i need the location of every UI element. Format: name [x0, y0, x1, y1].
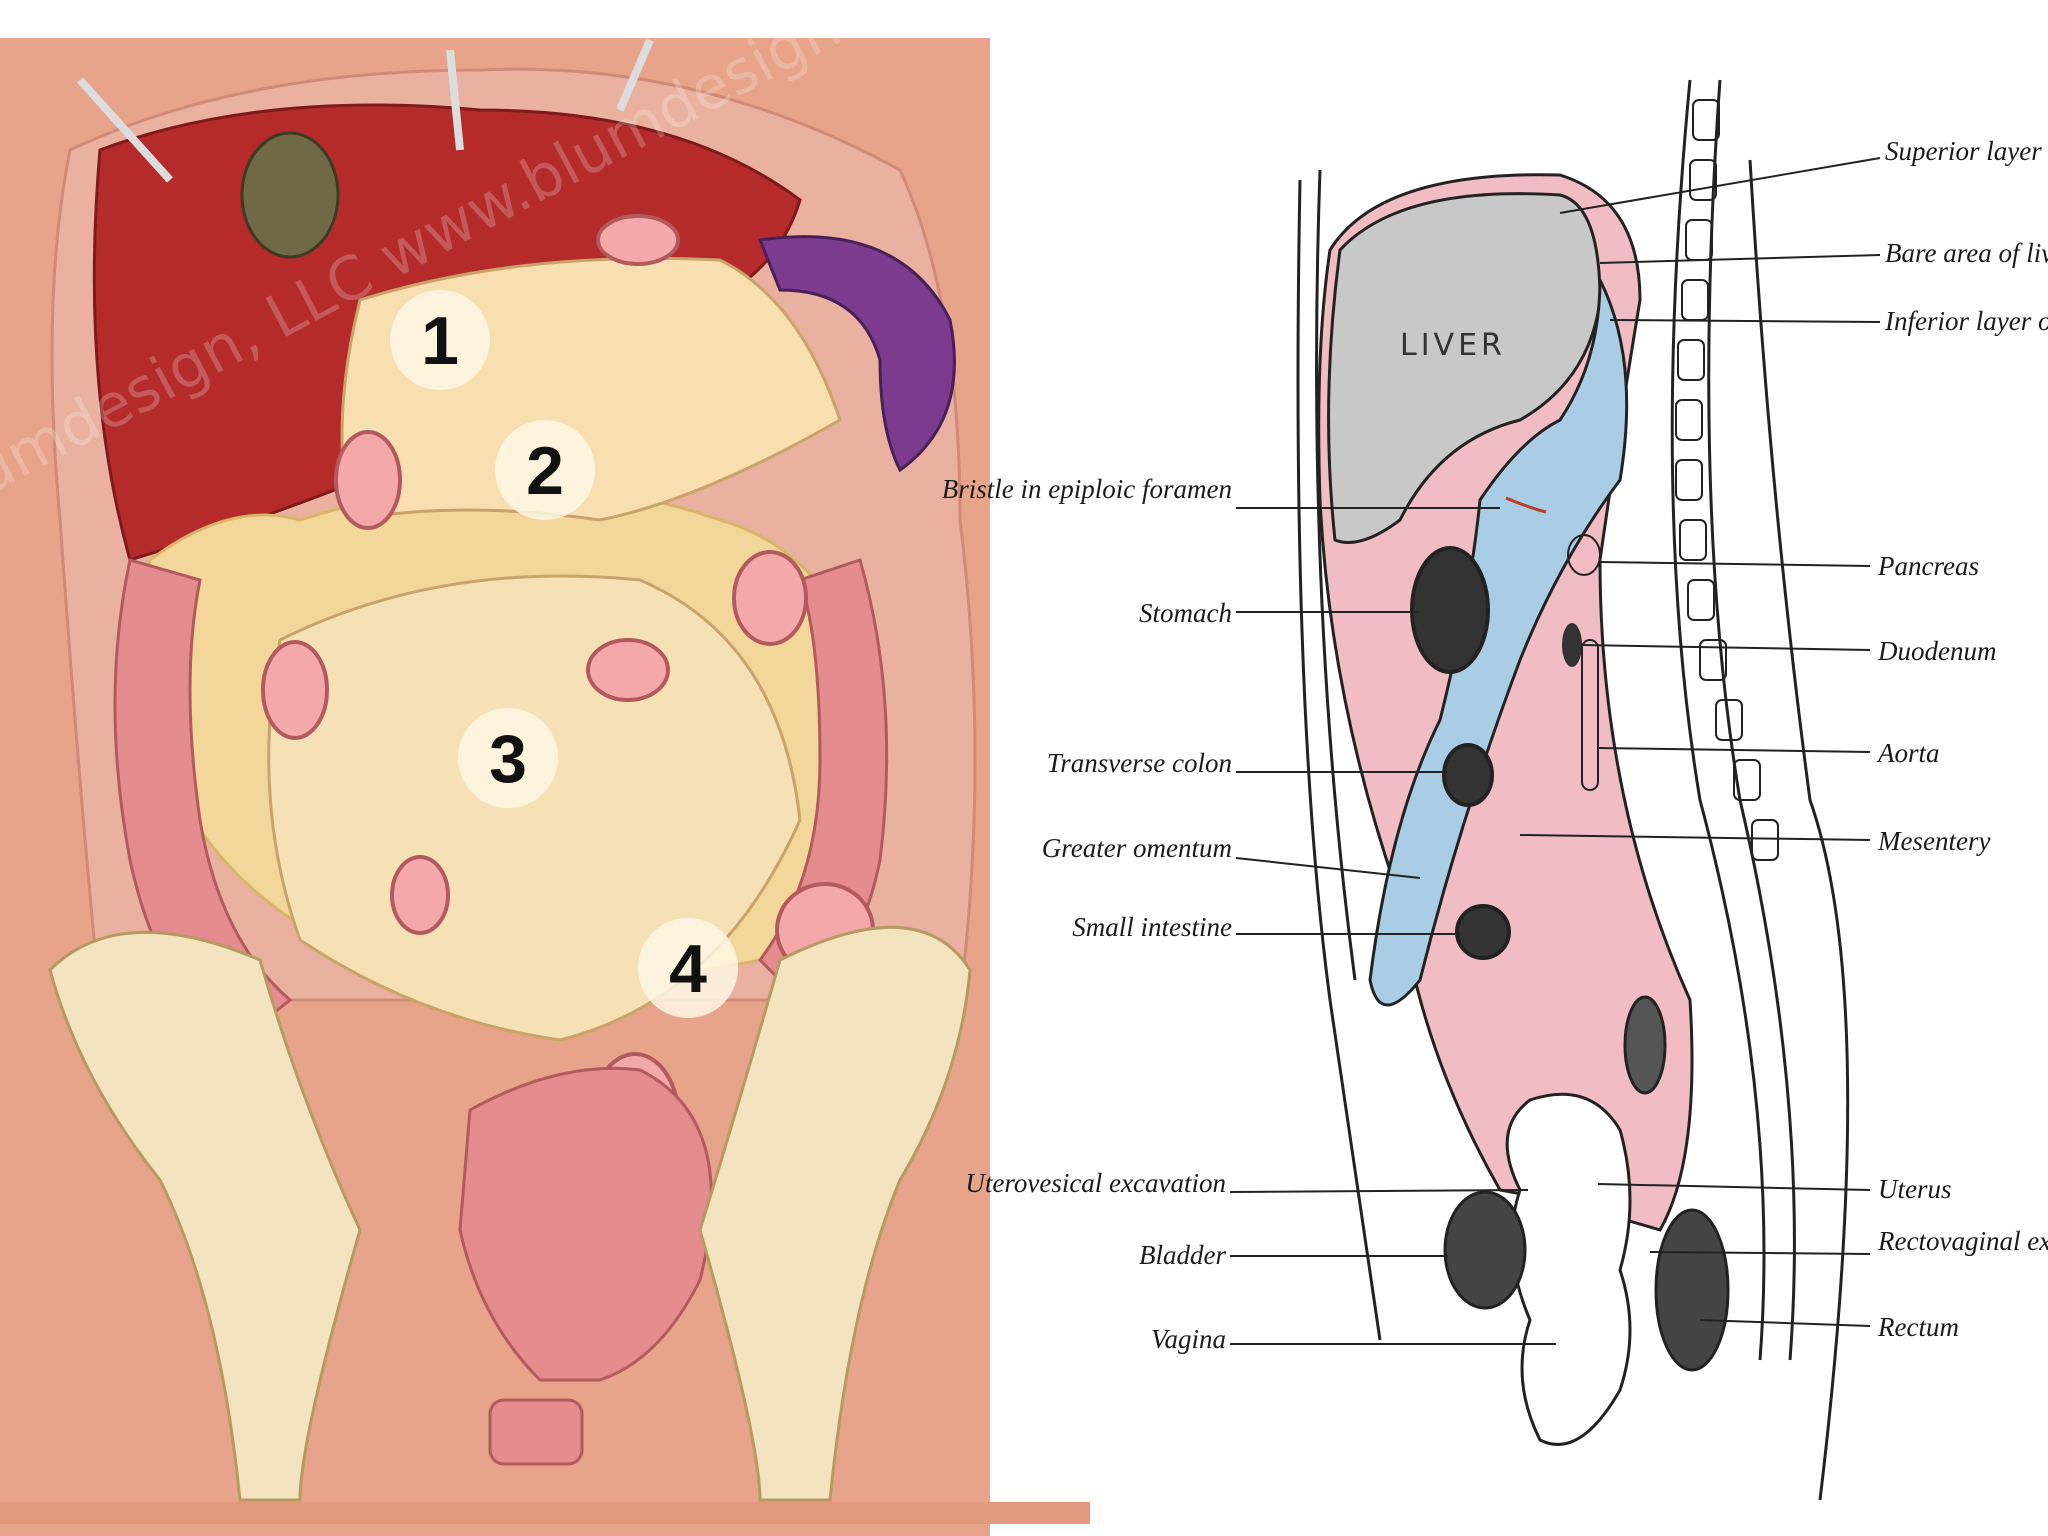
- pelvis-right: [698, 925, 972, 1502]
- rectum-lower: [1654, 1208, 1730, 1372]
- label-rectum: Rectum: [1877, 1312, 1959, 1342]
- region-number-4: 4: [669, 931, 707, 1007]
- retractor-middle: [446, 49, 464, 151]
- label-vagina: Vagina: [1151, 1324, 1226, 1354]
- label-uterus: Uterus: [1878, 1174, 1952, 1204]
- label-uterovesical-excavation: Uterovesical excavation: [965, 1168, 1226, 1198]
- region-markers: 1 2 3 4: [390, 290, 738, 1018]
- label-superior-layer: Superior layer of coronary ligament: [1885, 136, 2048, 166]
- label-transverse-colon: Transverse colon: [1047, 748, 1232, 778]
- bottom-strip: [0, 1502, 1090, 1524]
- label-stomach: Stomach: [1139, 598, 1232, 628]
- upper-rectum: [1623, 995, 1667, 1095]
- duodenum: [1562, 623, 1582, 667]
- liver-shape: [1327, 192, 1602, 544]
- gallbladder: [240, 131, 340, 259]
- label-duodenum: Duodenum: [1877, 636, 1996, 666]
- transverse-colon: [1442, 743, 1494, 807]
- uterus: [1505, 1092, 1632, 1446]
- bladder: [1443, 1190, 1527, 1310]
- label-bladder: Bladder: [1139, 1240, 1226, 1270]
- vertebral-column-back: [1707, 79, 1796, 1361]
- lesser-sac: [1368, 279, 1629, 1007]
- spleen: [757, 235, 956, 473]
- stomach: [1410, 546, 1490, 674]
- label-mesentery: Mesentery: [1877, 826, 1990, 856]
- label-small-intestine: Small intestine: [1072, 912, 1232, 942]
- liver-label: LIVER: [1400, 328, 1506, 363]
- anterior-body-wall: [1296, 179, 1382, 1341]
- vertebral-column-front: [1670, 79, 1766, 1361]
- back-wall: [1748, 159, 1850, 1501]
- label-greater-omentum: Greater omentum: [1042, 833, 1232, 863]
- abdomen-illustration: © Blumdesign, LLC www.blumdesign.com 1 2…: [0, 38, 1090, 1536]
- rectum: [458, 1066, 713, 1382]
- aorta: [1581, 639, 1599, 791]
- label-inferior-layer: Inferior layer of coronary ligament: [1884, 306, 2048, 336]
- label-bristle: Bristle in epiploic foramen: [942, 474, 1232, 504]
- label-rectovaginal-excavation: Rectovaginal excavation: [1877, 1226, 2048, 1256]
- bristle-arrow: [1505, 496, 1547, 514]
- small-intestine: [1455, 904, 1511, 960]
- label-aorta: Aorta: [1876, 738, 1940, 768]
- pelvis-left: [48, 930, 362, 1502]
- region-number-2: 2: [526, 433, 564, 509]
- anal-canal: [488, 1398, 584, 1466]
- retractor-left: [77, 77, 173, 183]
- sagittal-section-diagram: LIVER Superior layer of coronary ligamen…: [942, 79, 2048, 1501]
- retractor-right: [616, 38, 654, 112]
- labels-left: Bristle in epiploic foramen Stomach Tran…: [942, 474, 1556, 1354]
- pancreas: [1567, 534, 1601, 576]
- region-number-1: 1: [421, 303, 459, 379]
- label-pancreas: Pancreas: [1877, 551, 1979, 581]
- region-number-3: 3: [489, 721, 527, 797]
- labels-right: Superior layer of coronary ligament Bare…: [1519, 136, 2048, 1342]
- label-bare-area: Bare area of liver: [1885, 238, 2048, 268]
